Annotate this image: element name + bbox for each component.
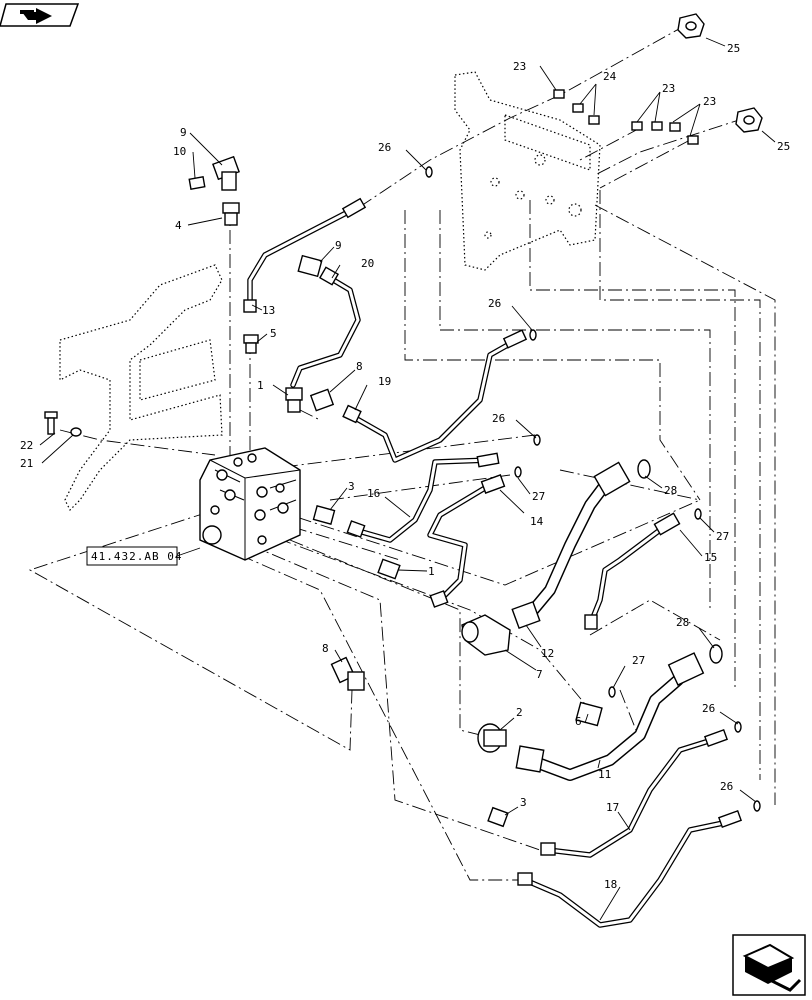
callout-labels: 25 25 23 24 23 23 9 10 4 26 9 20 13 5 26… (20, 42, 790, 891)
callout-8: 8 (322, 642, 329, 655)
callout-18: 18 (604, 878, 617, 891)
callout-26: 26 (492, 412, 505, 425)
callout-2: 2 (516, 706, 523, 719)
callout-20: 20 (361, 257, 374, 270)
callout-10: 10 (173, 145, 186, 158)
callout-25: 25 (727, 42, 740, 55)
callout-15: 15 (704, 551, 717, 564)
hose-11[interactable] (515, 652, 705, 781)
callout-leaders (39, 37, 776, 921)
hose-12[interactable] (511, 461, 631, 630)
callout-26: 26 (378, 141, 391, 154)
callout-23: 23 (513, 60, 526, 73)
callout-23: 23 (703, 95, 716, 108)
callout-27: 27 (532, 490, 545, 503)
control-valve[interactable] (199, 447, 301, 561)
callout-16: 16 (367, 487, 380, 500)
callout-25: 25 (777, 140, 790, 153)
tube-16[interactable] (346, 452, 500, 543)
fittings (44, 13, 763, 828)
callout-28: 28 (664, 484, 677, 497)
callout-9: 9 (180, 126, 187, 139)
mounting-bracket (454, 71, 601, 271)
callout-17: 17 (606, 801, 619, 814)
callout-7: 7 (536, 668, 543, 681)
tube-19[interactable] (342, 329, 528, 463)
reference-label-text: 41.432.AB 04 (91, 550, 182, 563)
callout-19: 19 (378, 375, 391, 388)
callout-23: 23 (662, 82, 675, 95)
callout-24: 24 (603, 70, 617, 83)
callout-26: 26 (702, 702, 715, 715)
mounting-gasket (59, 264, 223, 512)
callout-27: 27 (632, 654, 645, 667)
callout-6: 6 (575, 715, 582, 728)
callout-28: 28 (676, 616, 689, 629)
tube-20[interactable] (290, 266, 361, 388)
back-to-index-icon[interactable] (0, 3, 80, 27)
callout-1: 1 (428, 565, 435, 578)
callout-26: 26 (488, 297, 501, 310)
next-page-icon[interactable] (732, 934, 806, 996)
reference-label[interactable]: 41.432.AB 04 (86, 546, 201, 566)
callout-8: 8 (356, 360, 363, 373)
tube-13[interactable] (243, 197, 367, 313)
callout-4: 4 (175, 219, 182, 232)
callout-14: 14 (530, 515, 544, 528)
callout-3: 3 (520, 796, 527, 809)
callout-21: 21 (20, 457, 33, 470)
callout-5: 5 (270, 327, 277, 340)
callout-27: 27 (716, 530, 729, 543)
callout-13: 13 (262, 304, 275, 317)
tube-15[interactable] (584, 512, 681, 630)
callout-1: 1 (257, 379, 264, 392)
callout-26: 26 (720, 780, 733, 793)
centerlines (28, 24, 776, 881)
callout-9: 9 (335, 239, 342, 252)
callout-3: 3 (348, 480, 355, 493)
tube-14[interactable] (427, 474, 506, 608)
tube-17[interactable] (540, 728, 729, 858)
callout-22: 22 (20, 439, 33, 452)
callout-12: 12 (541, 647, 554, 660)
callout-11: 11 (598, 768, 611, 781)
tube-18[interactable] (517, 809, 743, 928)
